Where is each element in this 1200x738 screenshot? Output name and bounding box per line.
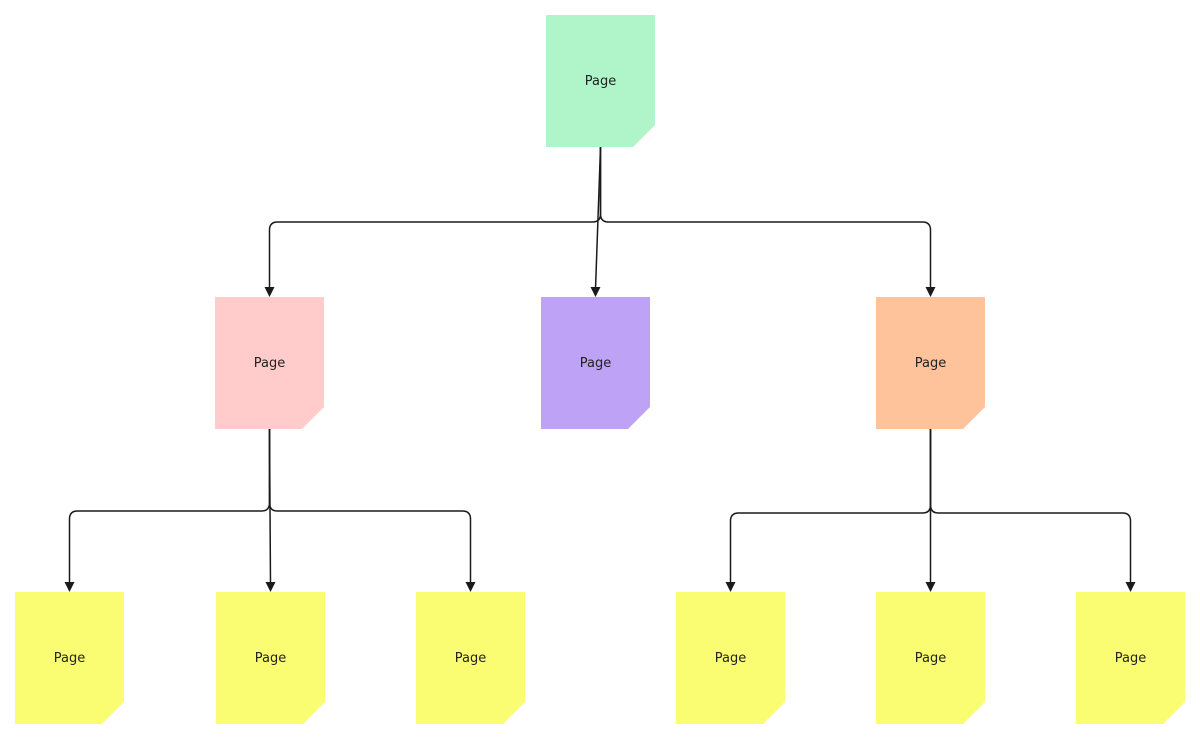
page-label: Page [254,356,285,371]
page-node-l2-d[interactable]: Page [676,592,785,724]
page-node-l1-right[interactable]: Page [876,297,985,429]
connector-l1-right-to-l2-f [929,429,1132,584]
page-shape[interactable] [876,297,985,429]
connectors-layer [64,146,1136,592]
page-label: Page [580,356,611,371]
page-shape[interactable] [1076,592,1185,724]
connector-root-to-l1-mid [594,146,602,290]
page-shape[interactable] [216,592,325,724]
arrowhead-icon [1125,582,1136,592]
arrowhead-icon [725,582,736,592]
connector-l1-right-to-l2-d [729,429,932,584]
page-shape[interactable] [876,592,985,724]
arrowhead-icon [64,582,75,592]
page-shape[interactable] [215,297,324,429]
page-shape[interactable] [15,592,124,724]
arrowhead-icon [265,582,276,592]
arrowhead-icon [465,582,476,592]
page-node-l1-left[interactable]: Page [215,297,324,429]
connector-root-to-l1-left [268,147,602,289]
page-node-l2-e[interactable]: Page [876,592,985,724]
page-label: Page [455,651,486,666]
page-node-l2-f[interactable]: Page [1076,592,1185,724]
page-label: Page [915,651,946,666]
page-label: Page [54,651,85,666]
page-node-l2-a[interactable]: Page [15,592,124,724]
arrowhead-icon [925,287,936,297]
page-node-root[interactable]: Page [546,15,655,147]
page-shape[interactable] [416,592,525,724]
connector-root-to-l1-right [599,147,932,289]
arrowhead-icon [590,287,601,297]
page-node-l2-b[interactable]: Page [216,592,325,724]
arrowhead-icon [264,287,275,297]
page-label: Page [1115,651,1146,666]
connector-l1-left-to-l2-a [68,429,271,584]
page-label: Page [915,356,946,371]
connector-l1-left-to-l2-c [268,429,472,584]
page-label: Page [255,651,286,666]
page-shape[interactable] [676,592,785,724]
page-label: Page [715,651,746,666]
page-node-l1-mid[interactable]: Page [541,297,650,429]
arrowhead-icon [925,582,936,592]
page-shape[interactable] [541,297,650,429]
page-label: Page [585,74,616,89]
page-node-l2-c[interactable]: Page [416,592,525,724]
page-shape[interactable] [546,15,655,147]
